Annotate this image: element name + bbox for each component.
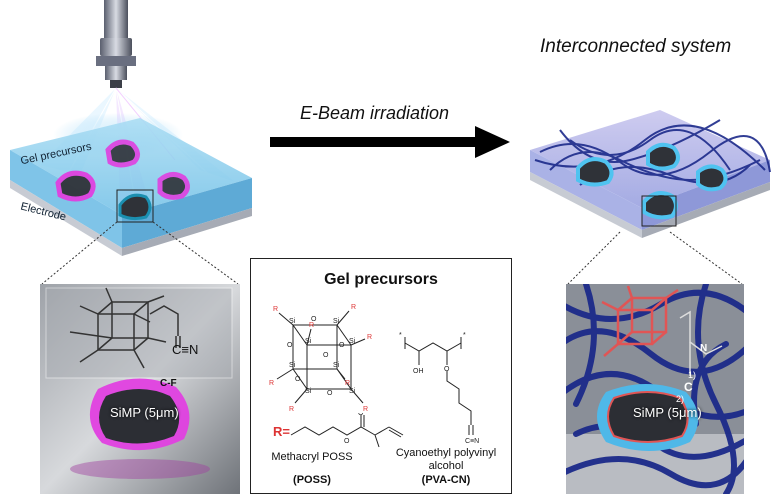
svg-text:Si: Si [289, 362, 296, 369]
ebeam-label: E-Beam irradiation [300, 103, 450, 123]
svg-text:R: R [345, 380, 350, 387]
svg-text:R: R [273, 306, 278, 313]
silicon-particles [55, 139, 190, 221]
svg-text:R: R [309, 322, 314, 329]
pva-cn-structure: * * OH O C≡N [399, 332, 479, 445]
step1-label: 1) [688, 370, 697, 380]
simp-label-right: SiMP (5μm) [633, 405, 702, 420]
pva-abbr: (PVA-CN) [421, 474, 471, 486]
pva-name-line2: alcohol [428, 460, 464, 472]
svg-text:R: R [269, 380, 274, 387]
n-label: N [700, 343, 708, 354]
svg-text:O: O [358, 413, 364, 417]
svg-text:Si: Si [305, 388, 312, 395]
svg-text:Si: Si [333, 318, 340, 325]
left-zoom-panel [40, 284, 240, 494]
svg-text:O: O [295, 376, 301, 383]
pva-name-line1: Cyanoethyl polyvinyl [395, 447, 497, 459]
svg-text:O: O [444, 366, 450, 373]
right-zoom-panel [566, 284, 744, 494]
svg-text:R: R [363, 406, 368, 413]
svg-text:Si: Si [305, 338, 312, 345]
left-gel-scene [10, 0, 252, 256]
svg-text:O: O [323, 352, 329, 359]
poss-cage-icon [69, 287, 167, 369]
process-arrow [270, 126, 510, 158]
svg-text:O: O [287, 342, 293, 349]
gel-precursors-box-title: Gel precursors [324, 271, 438, 288]
poss-name: Methacryl POSS [271, 451, 353, 463]
svg-text:R: R [367, 334, 372, 341]
svg-text:Si: Si [289, 318, 296, 325]
svg-text:C≡N: C≡N [465, 438, 479, 445]
svg-text:R: R [289, 406, 294, 413]
step2-label: 2) [676, 394, 685, 404]
poss-abbr: (POSS) [293, 474, 331, 486]
svg-text:Si: Si [333, 362, 340, 369]
cn-label-left: C≡N [172, 342, 199, 357]
c-label: C [684, 380, 693, 394]
silicon-particles-right [576, 142, 728, 220]
svg-text:Si: Si [349, 338, 356, 345]
right-gel-scene [530, 110, 771, 238]
r-equals-label: R= [273, 424, 290, 439]
svg-text:OH: OH [413, 368, 424, 375]
svg-text:O: O [311, 316, 317, 323]
svg-text:Si: Si [349, 388, 356, 395]
poss-cage-icon-red [601, 285, 679, 357]
cyano-chain-icon [149, 305, 181, 348]
svg-text:*: * [399, 332, 402, 339]
svg-text:*: * [463, 332, 466, 339]
electron-gun-icon [96, 0, 136, 88]
svg-text:R: R [351, 304, 356, 311]
svg-text:O: O [339, 342, 345, 349]
interconnected-system-title: Interconnected system [540, 36, 732, 57]
cf-label: C-F [160, 378, 177, 389]
r-group-structure: OO [290, 413, 404, 448]
svg-text:O: O [344, 438, 350, 445]
svg-text:O: O [327, 390, 333, 397]
simp-label-left: SiMP (5μm) [110, 405, 179, 420]
